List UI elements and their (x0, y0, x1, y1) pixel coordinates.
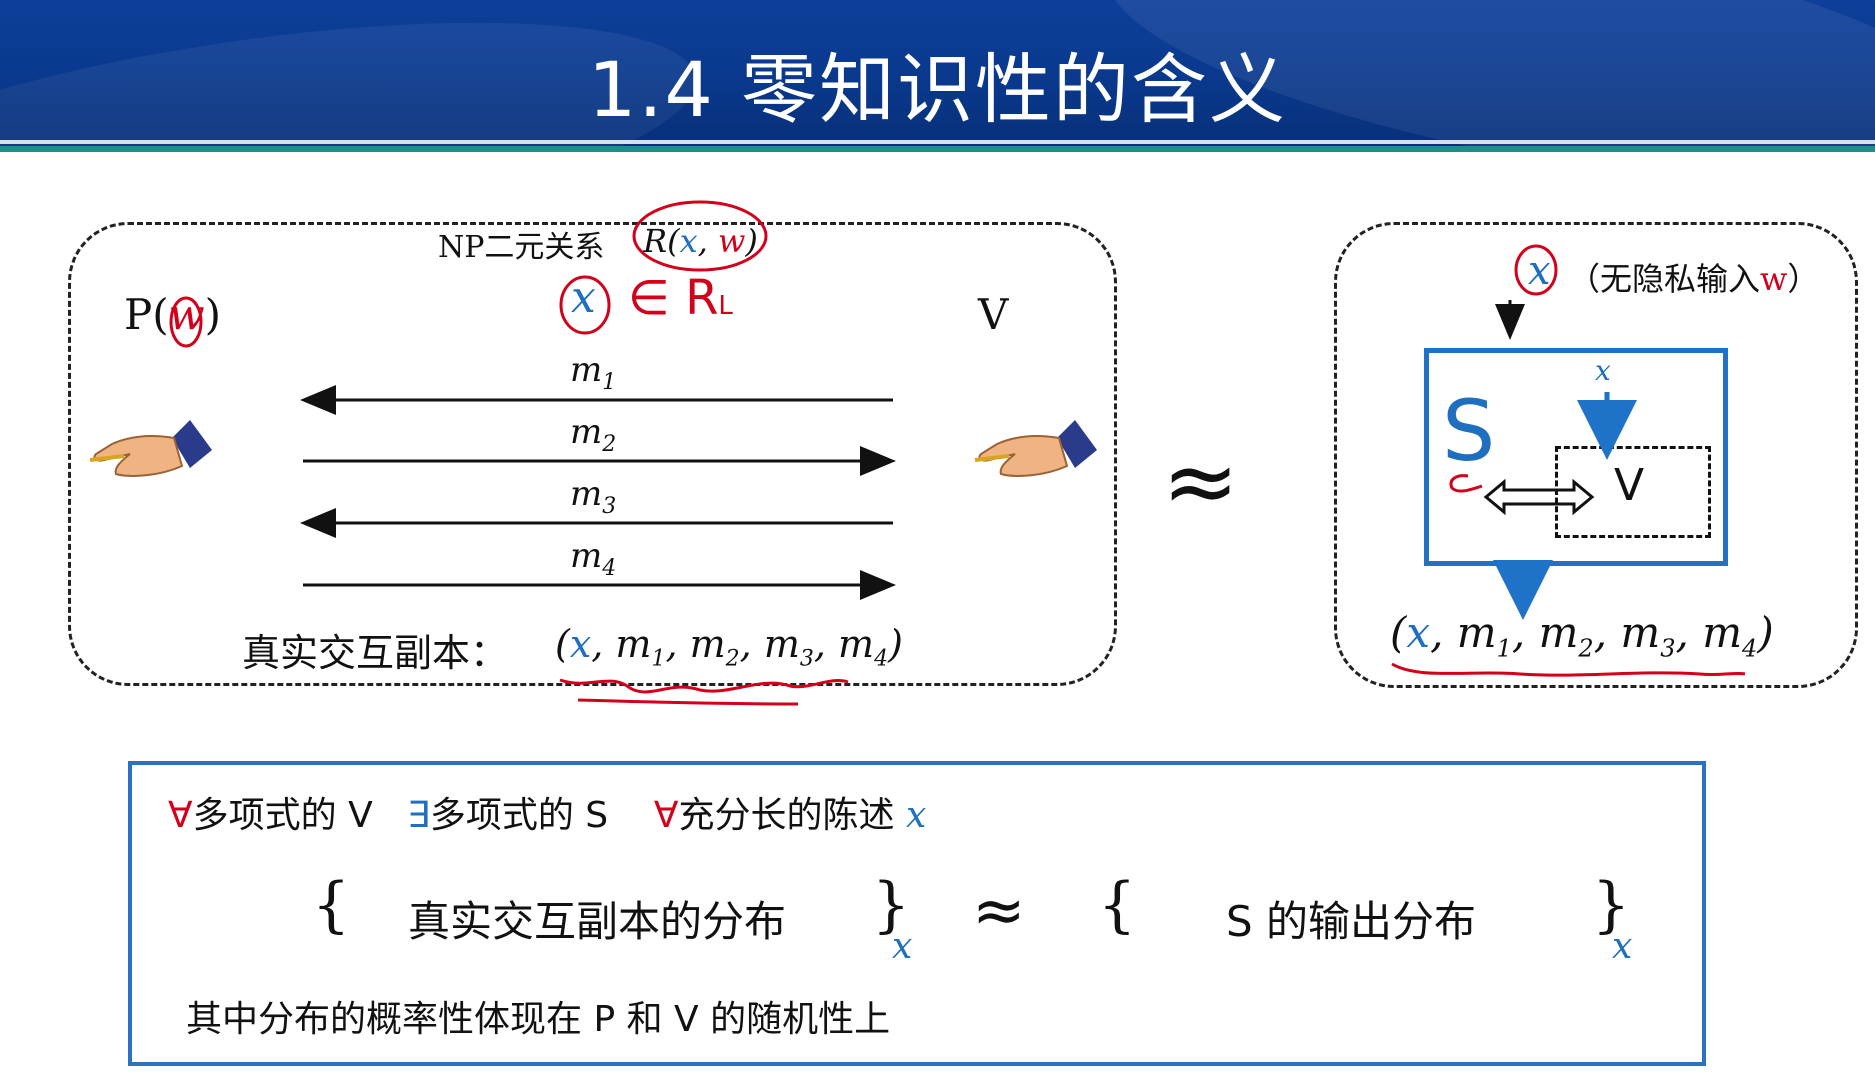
simulator-output: (x, m1, m2, m3, m4) (1390, 608, 1774, 663)
annotation-circle-x (559, 275, 611, 335)
relation-formula: R(x, w) (643, 222, 758, 260)
randomness-note: 其中分布的概率性体现在 P 和 V 的随机性上 (186, 999, 891, 1040)
left-set-open-brace: { (312, 870, 351, 940)
right-set-subscript: x (1612, 926, 1633, 967)
membership-relation: ∈ RL (628, 270, 733, 326)
definition-quantifiers: ∀多项式的 V ∃多项式的 S ∀充分长的陈述 x (168, 795, 927, 836)
message-label-m1: m1 (570, 350, 617, 395)
left-set-close-brace: } (872, 870, 911, 940)
annotation-circle-w (169, 296, 203, 348)
embedded-verifier-label: V (1614, 460, 1645, 511)
transcript-label: 真实交互副本： (242, 631, 509, 675)
simulator-input-x: x (1528, 248, 1551, 294)
prover-hand-icon (89, 420, 212, 477)
message-label-m4: m4 (570, 536, 617, 581)
header-divider (0, 140, 1875, 144)
real-transcript-distribution: 真实交互副本的分布 (408, 897, 787, 946)
right-set-close-brace: } (1592, 870, 1631, 940)
verifier-hand-icon (974, 420, 1097, 477)
simulator-box (1424, 348, 1728, 566)
annotation-circle-relation (632, 200, 768, 272)
distribution-approx-symbol: ≈ (972, 874, 1026, 948)
simulator-verifier-exchange-icon (1483, 478, 1595, 516)
slide-title: 1.4 零知识性的含义 (587, 45, 1288, 134)
right-set-open-brace: { (1098, 870, 1137, 940)
left-set-subscript: x (892, 926, 913, 967)
annotation-underline-transcript-2 (577, 698, 799, 706)
definition-box (128, 761, 1706, 1066)
annotation-underline-transcript (559, 678, 849, 694)
transcript-value: (x, m1, m2, m3, m4) (555, 622, 903, 672)
verifier-label: V (978, 290, 1009, 339)
np-relation-label: NP二元关系 (438, 230, 605, 265)
simulator-input-note: （无隐私输入w） (1568, 260, 1820, 298)
simulator-panel (1334, 222, 1858, 688)
annotation-circle-input-x (1514, 244, 1558, 296)
indistinguishable-symbol: ≈ (1162, 428, 1240, 535)
message-label-m2: m2 (570, 412, 617, 457)
simulator-label: S (1442, 382, 1496, 480)
annotation-mark-s (1449, 474, 1483, 493)
simulator-inner-x: x (1595, 354, 1611, 387)
annotation-underline-output (1391, 662, 1746, 677)
slide-header: 1.4 零知识性的含义 (0, 0, 1875, 152)
simulator-output-distribution: S 的输出分布 (1226, 897, 1477, 946)
header-divider-teal (0, 146, 1875, 152)
interaction-panel (68, 222, 1117, 686)
message-label-m3: m3 (570, 474, 617, 519)
